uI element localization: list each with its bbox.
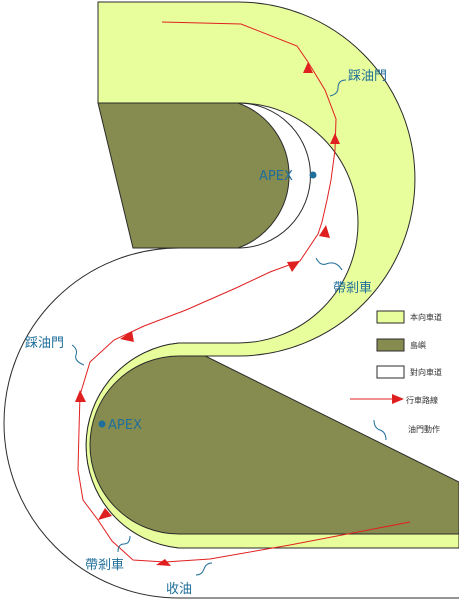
- label-throttle-top: 踩油門: [348, 69, 387, 84]
- legend-opposite-lane: 對向車道: [410, 367, 442, 377]
- arrow-7: [98, 508, 112, 520]
- squiggle-legend: [373, 419, 387, 441]
- squiggle-2: [315, 257, 343, 271]
- squiggle-3: [71, 344, 85, 366]
- label-lift-off: 收油: [166, 582, 192, 597]
- legend-racing-line: 行車路線: [406, 395, 438, 405]
- arrow-2: [330, 133, 340, 144]
- squiggle-5: [195, 562, 213, 576]
- label-brake-mid: 帶剎車: [333, 281, 372, 296]
- label-apex-bottom: APEX: [108, 418, 142, 433]
- legend-throttle-action: 油門動作: [408, 424, 440, 434]
- legend-racing-line-arrow: [392, 394, 404, 404]
- label-throttle-left: 踩油門: [25, 336, 64, 351]
- arrow-3: [319, 225, 330, 238]
- label-apex-top: APEX: [259, 169, 293, 184]
- arrow-6: [75, 390, 86, 402]
- arrow-4: [287, 261, 300, 272]
- apex-top-dot: [309, 171, 317, 179]
- legend-swatch-island: [376, 338, 405, 352]
- legend-swatch-opposite-lane: [376, 365, 405, 379]
- legend: 本向車道 島嶼 對向車道 行車路線 油門動作: [350, 310, 442, 434]
- apex-bottom-dot: [98, 420, 106, 428]
- legend-island: 島嶼: [410, 340, 426, 350]
- arrow-5: [120, 331, 134, 342]
- throttle-squiggles: [71, 79, 387, 576]
- outer-edge-bottom: [3, 247, 459, 599]
- island-top: [97, 102, 290, 249]
- arrow-8: [156, 559, 171, 566]
- label-brake-bottom: 帶剎車: [85, 558, 124, 573]
- legend-swatch-own-lane: [376, 310, 405, 324]
- racing-line-arrows: [75, 62, 340, 566]
- own-lane: [85, 1, 459, 549]
- legend-own-lane: 本向車道: [410, 312, 442, 322]
- squiggle-1: [329, 79, 347, 97]
- squiggle-4: [117, 535, 131, 553]
- arrow-1: [303, 62, 313, 73]
